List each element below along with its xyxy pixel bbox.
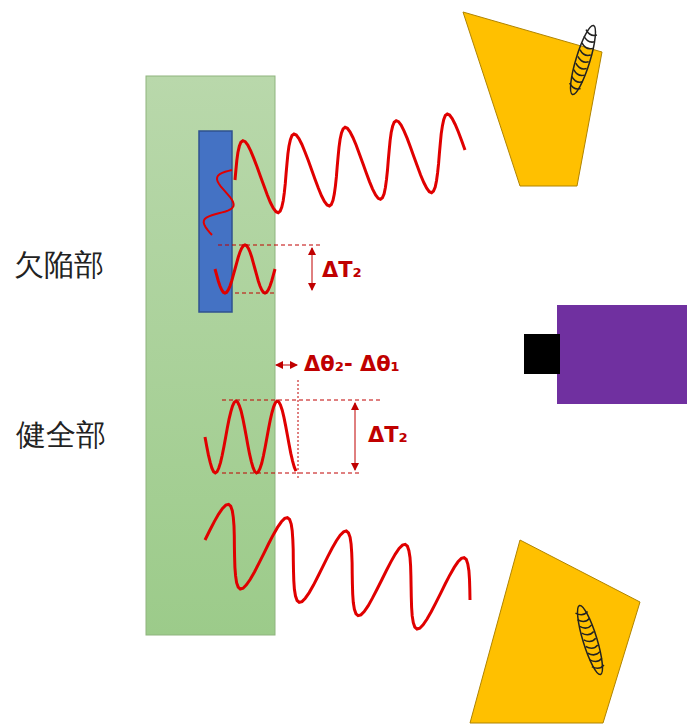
heat-wave: [205, 504, 470, 629]
region-label: 欠陥部: [14, 248, 104, 281]
camera-lens: [524, 334, 560, 374]
filament: [571, 76, 584, 83]
heat-lamp: [470, 540, 640, 723]
filament: [583, 36, 596, 43]
filament: [584, 636, 597, 643]
filament: [585, 30, 598, 37]
filament: [569, 83, 582, 90]
heat-lamp: [463, 12, 602, 186]
filament: [590, 656, 603, 663]
filament: [586, 643, 599, 650]
dimension-label: Δθ₂- Δθ₁: [304, 353, 400, 376]
filament: [588, 650, 601, 657]
ir-camera: [557, 305, 687, 404]
filament: [581, 43, 594, 50]
dimension-label: ΔT₂: [368, 424, 408, 447]
filament: [578, 616, 591, 623]
filament: [580, 623, 593, 630]
bulb-outline: [573, 604, 607, 677]
filament: [575, 63, 588, 70]
filament: [575, 610, 588, 617]
heat-wave: [205, 401, 296, 473]
filament: [582, 630, 595, 637]
filament: [579, 50, 592, 57]
heat-wave: [235, 114, 465, 213]
heat-wave: [204, 170, 234, 235]
heat-wave: [215, 245, 275, 293]
filament: [592, 663, 605, 670]
lamp-bulb: [566, 24, 600, 97]
heat-wave: [204, 114, 470, 629]
dimension-label: ΔT₂: [322, 259, 362, 282]
bulb-outline: [566, 24, 600, 97]
region-label: 健全部: [16, 418, 106, 451]
lamp-bulb: [573, 604, 607, 677]
filament: [573, 70, 586, 77]
filament: [577, 56, 590, 63]
